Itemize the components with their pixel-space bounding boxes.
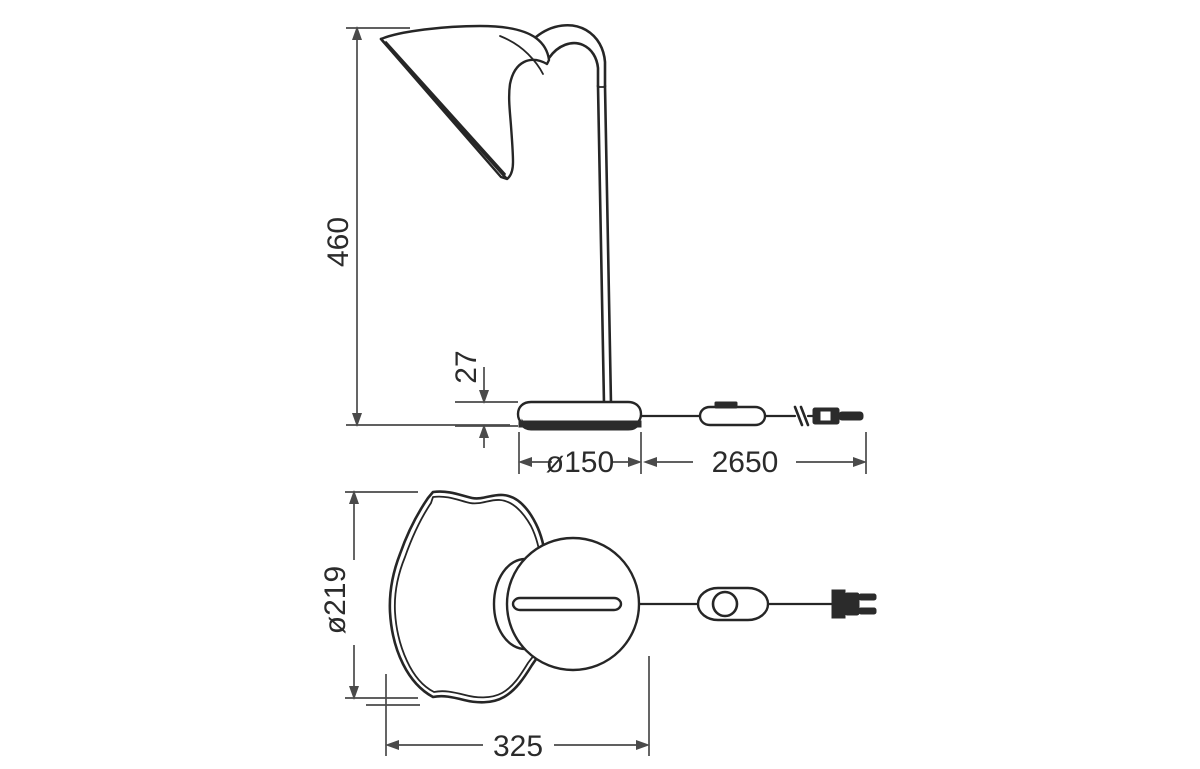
dimension-base-thickness-27: 27 — [450, 350, 518, 448]
lamp-base-side — [516, 400, 643, 431]
arrow-head-left-2650 — [643, 457, 657, 467]
dimension-shade-diameter-219: ø219 — [319, 490, 418, 700]
dimension-label-cord-length: 2650 — [712, 446, 779, 479]
dimension-height-460: 460 — [322, 26, 510, 427]
plug-body-top — [844, 592, 860, 616]
plug-pin — [838, 411, 864, 421]
inline-switch-top — [696, 586, 770, 622]
arrow-head-down-27 — [479, 390, 489, 404]
arrow-head-up-219 — [349, 490, 359, 504]
dimension-label-overall-depth: 325 — [493, 730, 543, 763]
dimension-label-height: 460 — [322, 217, 355, 267]
top-plan-view: ø219 325 — [319, 490, 877, 763]
dimension-base-diameter-150: ø150 — [518, 432, 642, 479]
lamp-shade-side — [379, 24, 551, 181]
inline-switch-side — [698, 401, 767, 427]
dimension-label-shade-diameter: ø219 — [319, 566, 352, 634]
dimension-overall-depth-325: 325 — [366, 656, 650, 763]
arrow-head-right-325 — [636, 740, 650, 750]
cord-break-symbol-side — [793, 405, 810, 427]
vertical-stem-side — [596, 84, 613, 406]
plug-window — [819, 410, 832, 422]
arrow-head-up-27 — [479, 424, 489, 438]
mains-plug-side — [812, 407, 864, 425]
dimension-label-base-diameter: ø150 — [546, 446, 614, 479]
base-shadow-edge — [518, 420, 642, 428]
dimension-cord-length-2650: 2650 — [643, 432, 867, 479]
arrow-head-left-150 — [518, 457, 532, 467]
arrow-head-left-325 — [385, 740, 399, 750]
mains-plug-top — [831, 589, 877, 619]
side-elevation-view: 460 27 ø150 265 — [322, 23, 867, 479]
switch-button-top — [711, 590, 739, 618]
arrow-head-up — [352, 26, 362, 40]
switch-rocker-tab — [714, 401, 738, 409]
arrow-head-down-219 — [349, 686, 359, 700]
arrow-head-down — [352, 413, 362, 427]
plug-pin-lower — [858, 607, 877, 615]
arrow-head-right-150 — [628, 457, 642, 467]
plug-pin-upper — [858, 593, 877, 601]
arm-rod-top — [511, 596, 623, 612]
gooseneck-arm-side — [534, 23, 607, 88]
arrow-head-right-2650 — [853, 457, 867, 467]
dimension-label-base-thickness: 27 — [450, 350, 483, 383]
